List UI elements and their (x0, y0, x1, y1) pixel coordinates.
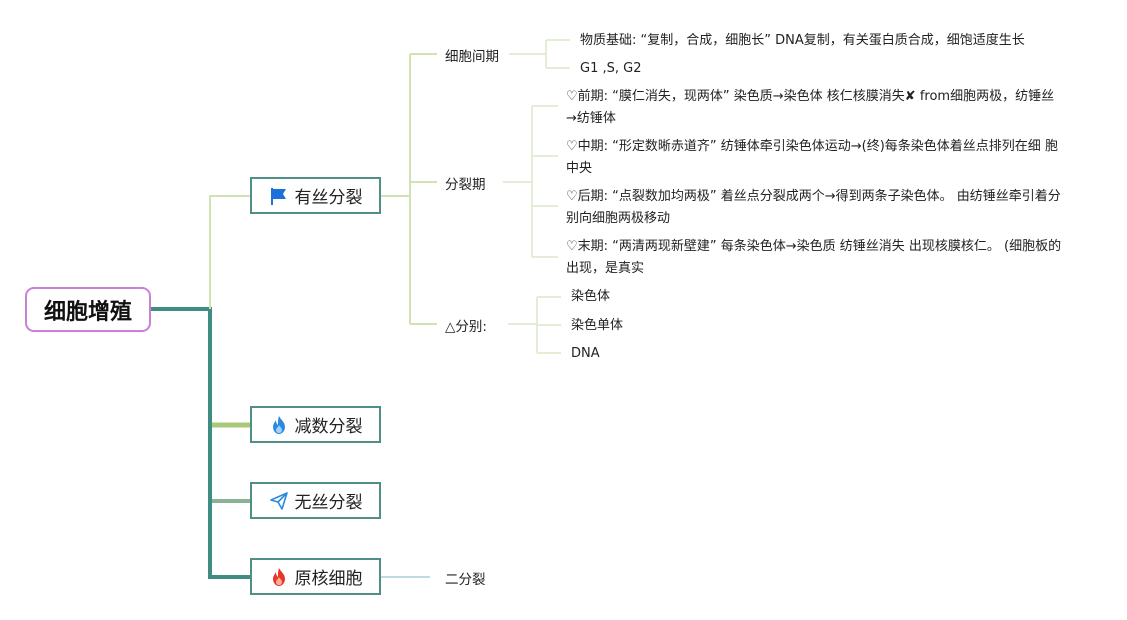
leaf-telophase[interactable]: ♡末期: “两清两现新壁建” 每条染色体→染色质 纺锤丝消失 出现核膜核仁。 (… (566, 239, 1062, 276)
leaf-dna[interactable]: DNA (571, 346, 600, 361)
leaf-chromosome[interactable]: 染色体 (571, 289, 611, 304)
root-label: 细胞增殖 (43, 299, 132, 325)
branch-label: 无丝分裂 (294, 493, 363, 513)
branch-node-wusi[interactable]: 无丝分裂 (250, 482, 381, 519)
leaf-interphase-material[interactable]: 物质基础: “复制，合成，细胞长” DNA复制，有关蛋白质合成，细饱适度生长 (580, 33, 1025, 48)
fire-icon (269, 415, 289, 435)
subnode-binary-fission[interactable]: 二分裂 (445, 572, 486, 588)
branch-label: 减数分裂 (294, 417, 363, 437)
subnode-distinguish[interactable]: △分别: (445, 319, 487, 335)
branch-label: 原核细胞 (294, 569, 363, 589)
subnode-division-phase[interactable]: 分裂期 (445, 177, 486, 193)
leaf-chromatid[interactable]: 染色单体 (571, 318, 624, 333)
paper-plane-icon (269, 491, 289, 511)
subnode-interphase[interactable]: 细胞间期 (445, 49, 499, 65)
root-node[interactable]: 细胞增殖 (25, 287, 151, 332)
branch-node-yuanhe[interactable]: 原核细胞 (250, 558, 381, 595)
leaf-interphase-stages[interactable]: G1 ,S, G2 (580, 61, 642, 76)
leaf-anaphase[interactable]: ♡后期: “点裂数加均两极” 着丝点分裂成两个→得到两条子染色体。 由纺锤丝牵引… (566, 189, 1061, 226)
branch-node-jianshu[interactable]: 减数分裂 (250, 406, 381, 443)
leaf-prophase[interactable]: ♡前期: “膜仁消失，现两体” 染色质→染色体 核仁核膜消失✘ from细胞两极… (566, 89, 1055, 126)
branch-label: 有丝分裂 (294, 188, 363, 208)
leaf-metaphase[interactable]: ♡中期: “形定数晰赤道齐” 纺锤体牵引染色体运动→(终)每条染色体着丝点排列在… (566, 139, 1058, 176)
branch-node-youfen[interactable]: 有丝分裂 (250, 177, 381, 214)
flag-icon (269, 186, 289, 206)
flame-red-icon (269, 567, 289, 587)
